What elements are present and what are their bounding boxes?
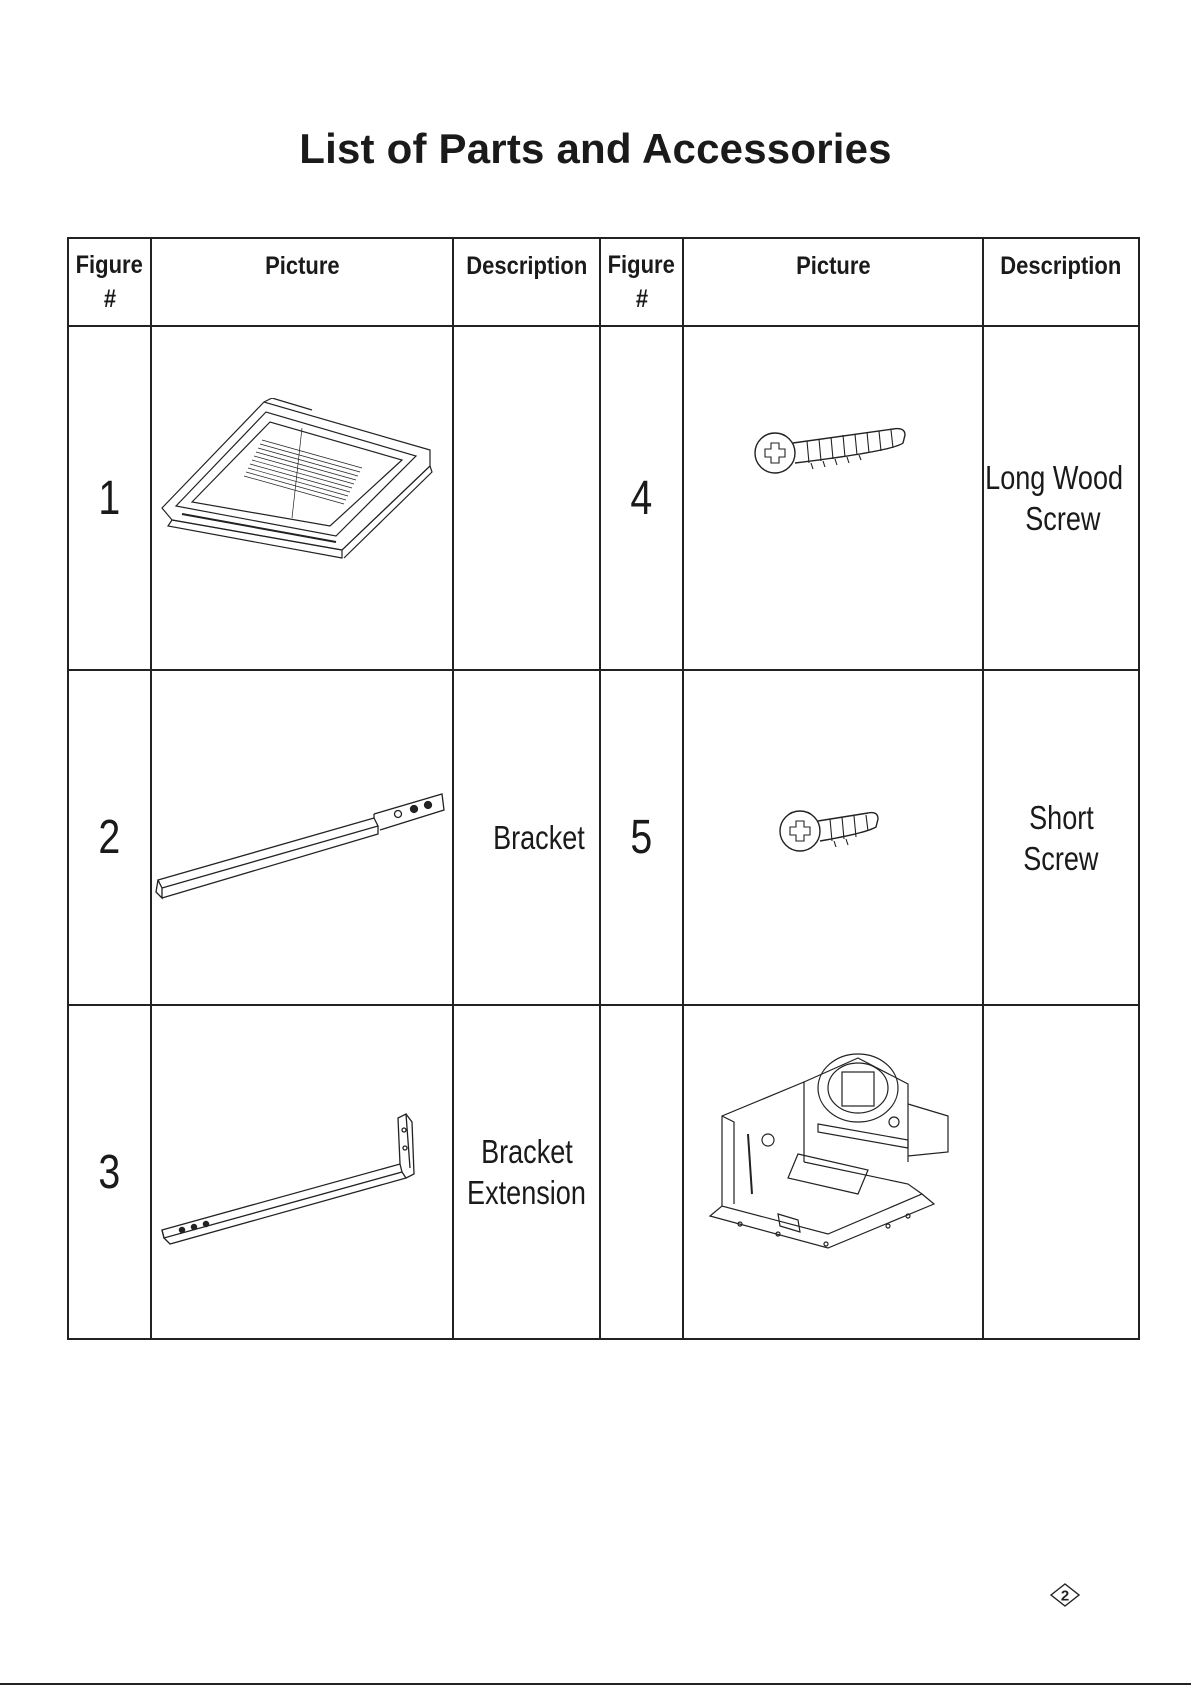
header-figure: Figure # bbox=[68, 238, 151, 326]
header-description: Description bbox=[983, 238, 1139, 326]
picture-cell bbox=[151, 326, 453, 670]
short-screw-icon bbox=[778, 791, 888, 871]
parts-table-left: Figure # Picture Description 1 bbox=[67, 237, 601, 1340]
picture-cell bbox=[683, 670, 983, 1005]
table-row: 2 Bracket bbox=[68, 670, 600, 1005]
picture-cell bbox=[151, 1005, 453, 1339]
header-figure: Figure # bbox=[600, 238, 683, 326]
picture-cell bbox=[683, 326, 983, 670]
page-title: List of Parts and Accessories bbox=[0, 125, 1191, 173]
table-header-row: Figure # Picture Description bbox=[600, 238, 1139, 326]
picture-cell bbox=[151, 670, 453, 1005]
description-cell bbox=[983, 1005, 1139, 1339]
long-wood-screw-icon bbox=[753, 413, 913, 493]
figure-number: 1 bbox=[68, 326, 151, 670]
description-cell: Short Screw bbox=[983, 670, 1139, 1005]
bracket-icon bbox=[152, 768, 452, 908]
figure-number bbox=[600, 1005, 683, 1339]
table-header-row: Figure # Picture Description bbox=[68, 238, 600, 326]
page-number: 2 bbox=[1061, 1588, 1069, 1605]
table-row: 5 Short Screw bbox=[600, 670, 1139, 1005]
page-number-badge: 2 bbox=[1048, 1581, 1082, 1614]
header-picture: Picture bbox=[151, 238, 453, 326]
description-cell bbox=[453, 326, 600, 670]
figure-number: 4 bbox=[600, 326, 683, 670]
figure-number: 2 bbox=[68, 670, 151, 1005]
parts-table-right: Figure # Picture Description 4 Long bbox=[599, 237, 1140, 1340]
header-picture: Picture bbox=[683, 238, 983, 326]
bracket-extension-icon bbox=[152, 1092, 452, 1252]
header-description: Description bbox=[453, 238, 600, 326]
table-row: 3 Bracket Extension bbox=[68, 1005, 600, 1339]
table-row bbox=[600, 1005, 1139, 1339]
table-row: 1 bbox=[68, 326, 600, 670]
figure-number: 5 bbox=[600, 670, 683, 1005]
fan-housing-icon bbox=[708, 1044, 958, 1264]
grille-cover-icon bbox=[152, 398, 452, 598]
description-cell: Bracket Extension bbox=[453, 1005, 600, 1339]
picture-cell bbox=[683, 1005, 983, 1339]
description-cell: Long Wood Screw bbox=[983, 326, 1139, 670]
description-cell: Bracket bbox=[453, 670, 600, 1005]
figure-number: 3 bbox=[68, 1005, 151, 1339]
table-row: 4 Long Wood Screw bbox=[600, 326, 1139, 670]
